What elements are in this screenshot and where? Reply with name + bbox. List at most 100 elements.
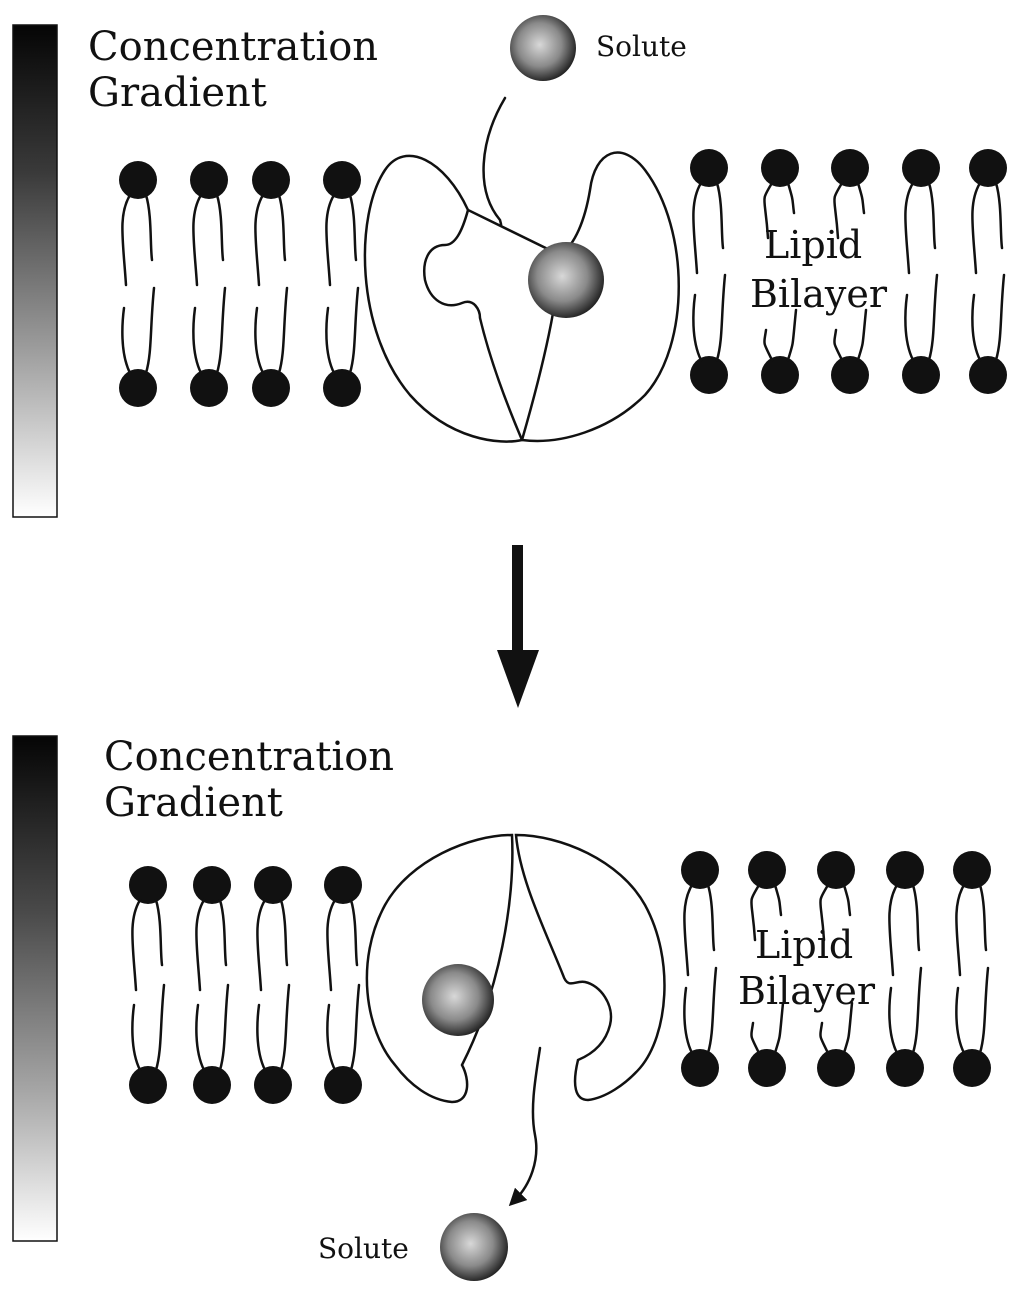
lipid-tail — [708, 968, 716, 1053]
lipid-head-lower — [902, 356, 940, 394]
lipid-tail — [326, 308, 334, 373]
lipid-tail — [834, 330, 842, 360]
phospholipid — [681, 851, 719, 1087]
lipid-tail — [980, 885, 986, 950]
lipid-tail — [956, 988, 964, 1053]
lipid-head-upper — [681, 851, 719, 889]
lipid-tail — [693, 295, 701, 360]
concentration-gradient-bar — [13, 736, 57, 1241]
lipid-tail — [220, 985, 228, 1070]
lipid-tail — [146, 195, 152, 260]
phospholipid — [323, 161, 361, 407]
gradient-label-line2: Gradient — [104, 780, 283, 826]
lipid-head-lower — [323, 369, 361, 407]
lipid-tail — [217, 288, 225, 373]
lipid-head-upper — [902, 149, 940, 187]
lipid-head-lower — [193, 1066, 231, 1104]
lipid-group-left — [129, 866, 362, 1104]
lipid-tail — [193, 195, 201, 285]
lipid-tail — [972, 183, 980, 273]
bilayer-label-line2: Bilayer — [738, 969, 876, 1013]
lipid-tail — [350, 195, 356, 260]
lipid-tail — [122, 195, 130, 285]
lipid-head-upper — [119, 161, 157, 199]
phospholipid — [193, 866, 231, 1104]
phospholipid — [690, 149, 728, 394]
lipid-head-lower — [252, 369, 290, 407]
top-panel: Concentration Gradient Solute Lipid Bila… — [13, 15, 1007, 517]
bilayer-label-line2: Bilayer — [750, 272, 888, 316]
lipid-tail — [281, 900, 287, 965]
lipid-tail — [972, 295, 980, 360]
lipid-tail — [350, 288, 358, 373]
lipid-tail — [956, 885, 964, 975]
lipid-tail — [220, 900, 226, 965]
bilayer-label-line1: Lipid — [755, 923, 853, 967]
lipid-head-upper — [953, 851, 991, 889]
solute-exit-arrow — [515, 1048, 540, 1200]
lipid-head-upper — [252, 161, 290, 199]
phospholipid — [252, 161, 290, 407]
lipid-tail — [858, 183, 864, 213]
lipid-head-lower — [886, 1049, 924, 1087]
lipid-tail — [327, 900, 335, 990]
lipid-tail — [255, 308, 263, 373]
lipid-tail — [196, 900, 204, 990]
lipid-tail — [281, 985, 289, 1070]
lipid-tail — [788, 183, 794, 213]
lipid-head-upper — [323, 161, 361, 199]
gradient-label-line2: Gradient — [88, 70, 267, 116]
lipid-tail — [996, 275, 1004, 360]
lipid-head-upper — [190, 161, 228, 199]
carrier-protein — [367, 835, 665, 1102]
lipid-tail — [279, 195, 285, 260]
phospholipid — [119, 161, 157, 407]
gradient-label-line1: Concentration — [88, 24, 378, 70]
lipid-head-lower — [190, 369, 228, 407]
lipid-head-upper — [129, 866, 167, 904]
solute-label: Solute — [596, 30, 687, 63]
lipid-head-lower — [761, 356, 799, 394]
lipid-head-upper — [254, 866, 292, 904]
lipid-head-lower — [817, 1049, 855, 1087]
lipid-tail — [684, 988, 692, 1053]
lipid-tail — [996, 183, 1002, 248]
lipid-tail — [775, 885, 781, 915]
lipid-tail — [717, 275, 725, 360]
lipid-tail — [764, 330, 772, 360]
carrier-protein-half-left — [367, 835, 512, 1102]
lipid-tail — [751, 1023, 759, 1053]
lipid-tail — [156, 900, 162, 965]
lipid-tail — [913, 968, 921, 1053]
lipid-tail — [279, 288, 287, 373]
phospholipid — [886, 851, 924, 1087]
lipid-tail — [156, 985, 164, 1070]
phospholipid — [324, 866, 362, 1104]
solute-particle-outside — [510, 15, 576, 81]
gradient-label-line1: Concentration — [104, 734, 394, 780]
transition-arrow — [497, 545, 539, 708]
lipid-tail — [193, 308, 201, 373]
carrier-protein-body — [365, 153, 679, 442]
lipid-head-upper — [969, 149, 1007, 187]
phospholipid — [190, 161, 228, 407]
lipid-group-left — [119, 161, 361, 407]
lipid-tail — [889, 988, 897, 1053]
phospholipid — [254, 866, 292, 1104]
carrier-protein — [365, 153, 679, 442]
lipid-tail — [929, 183, 935, 248]
lipid-tail — [196, 1005, 204, 1070]
lipid-tail — [858, 310, 866, 360]
solute-particle-bound — [528, 242, 604, 318]
lipid-head-upper — [831, 149, 869, 187]
lipid-head-lower — [748, 1049, 786, 1087]
phospholipid — [953, 851, 991, 1087]
concentration-gradient-bar — [13, 25, 57, 517]
lipid-tail — [122, 308, 130, 373]
phospholipid — [969, 149, 1007, 394]
lipid-tail — [693, 183, 701, 273]
lipid-tail — [255, 195, 263, 285]
lipid-head-lower — [831, 356, 869, 394]
